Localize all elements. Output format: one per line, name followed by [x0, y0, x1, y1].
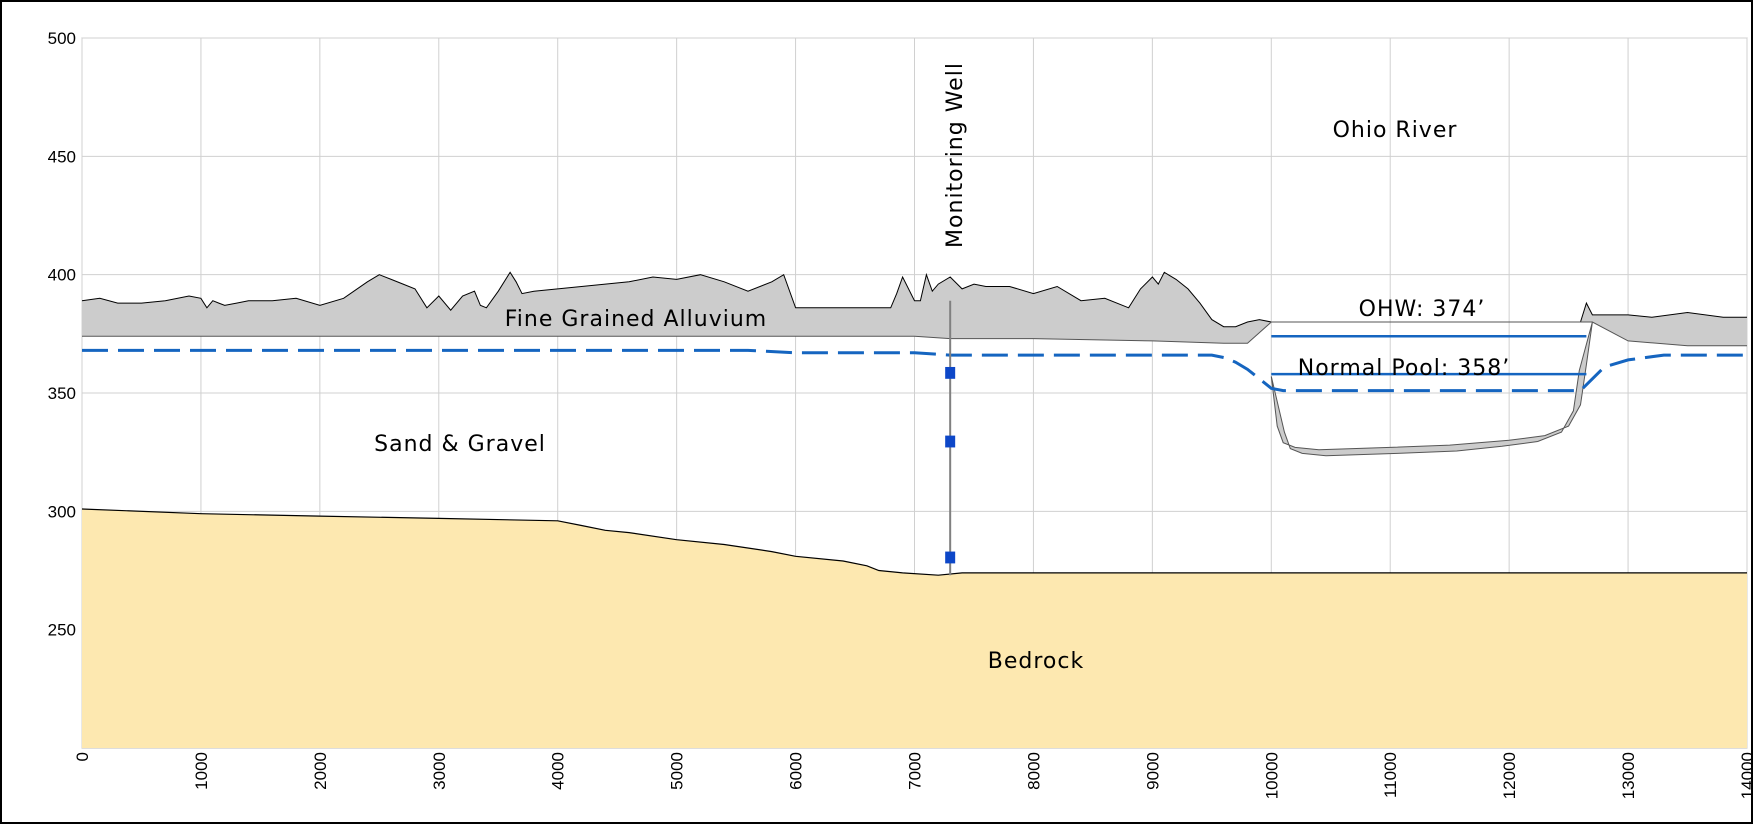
x-tick-14000: 14000	[1738, 752, 1753, 799]
monitoring-well-label: Monitoring Well	[943, 62, 968, 248]
y-tick-250: 250	[48, 621, 76, 640]
x-tick-0: 0	[73, 752, 92, 761]
x-tick-6000: 6000	[787, 752, 806, 790]
y-tick-300: 300	[48, 502, 76, 521]
x-tick-1000: 1000	[192, 752, 211, 790]
bedrock-top-line	[81, 508, 1747, 576]
well-screen-2	[945, 435, 956, 448]
x-tick-8000: 8000	[1024, 752, 1043, 790]
y-axis-ticks: 500 450 400 350 300 250	[48, 29, 76, 640]
fine-grained-alluvium-label: Fine Grained Alluvium	[505, 307, 767, 332]
annotations: Ohio River Monitoring Well Fine Grained …	[374, 62, 1511, 674]
y-tick-450: 450	[48, 147, 76, 166]
x-tick-9000: 9000	[1143, 752, 1162, 790]
x-tick-11000: 11000	[1381, 752, 1400, 798]
y-tick-400: 400	[48, 266, 76, 285]
x-tick-4000: 4000	[549, 752, 568, 790]
x-tick-10000: 10000	[1262, 752, 1281, 799]
sand-gravel-label: Sand & Gravel	[374, 432, 546, 457]
monitoring-well	[945, 300, 956, 576]
x-tick-2000: 2000	[311, 752, 330, 790]
y-tick-350: 350	[48, 384, 76, 403]
well-screen-3	[945, 551, 956, 564]
bedrock-label: Bedrock	[988, 649, 1084, 674]
ohio-river-label: Ohio River	[1333, 118, 1458, 143]
x-tick-5000: 5000	[668, 752, 687, 790]
alluvium-fill	[82, 272, 1747, 346]
x-tick-7000: 7000	[906, 752, 925, 790]
y-tick-500: 500	[48, 29, 76, 48]
ohw-label: OHW: 374’	[1359, 297, 1486, 322]
x-tick-12000: 12000	[1500, 752, 1519, 799]
alluvium-base-line	[82, 321, 1747, 347]
x-tick-3000: 3000	[430, 752, 449, 790]
water-table-line	[82, 348, 1747, 393]
x-axis-ticks: 0 1000 2000 3000 4000 5000 6000 7000 8000 9000 100…	[73, 752, 1753, 799]
bedrock-fill	[82, 509, 1747, 748]
normal-pool-label: Normal Pool: 358’	[1298, 356, 1511, 381]
well-screen-1	[945, 366, 956, 379]
data-lines	[81, 271, 1747, 576]
x-tick-13000: 13000	[1619, 752, 1638, 799]
